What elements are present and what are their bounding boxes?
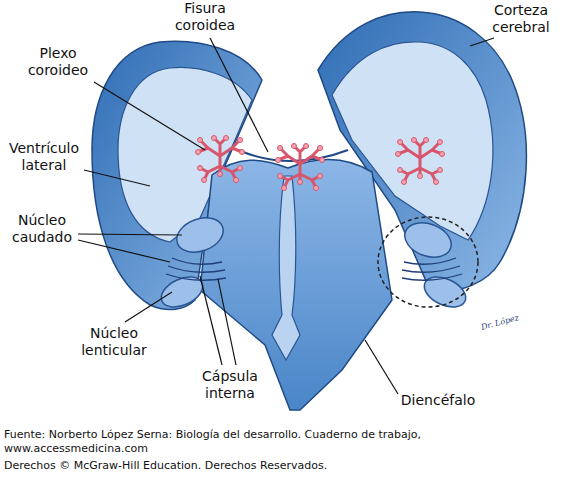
part-label: Núcleo lenticular (72, 325, 156, 359)
label-slot: Dr. López (470, 318, 530, 328)
part-label: Ventrículo lateral (2, 140, 86, 174)
label-slot: Corteza cerebral (484, 2, 558, 36)
part-label: Plexo coroideo (18, 45, 98, 79)
label-slot: Fisura coroidea (160, 0, 250, 34)
copyright-note: Derechos © McGraw-Hill Education. Derech… (4, 459, 554, 473)
part-label: Fisura coroidea (160, 0, 250, 34)
label-slot: Ventrículo lateral (2, 140, 86, 174)
internal-capsule (166, 258, 226, 280)
label-slot: Derechos © McGraw-Hill Education. Derech… (4, 459, 554, 473)
lenticular-nucleus (420, 271, 471, 313)
label-slot: Diencéfalo (388, 392, 488, 409)
part-label: Corteza cerebral (484, 2, 558, 36)
artist-signature: Dr. López (470, 310, 530, 335)
part-label: Núcleo caudado (2, 212, 82, 246)
choroid-plexus (196, 136, 245, 183)
internal-capsule (402, 258, 462, 280)
dashed-circle (378, 217, 478, 307)
part-label: Diencéfalo (388, 392, 488, 409)
label-slot: Núcleo caudado (2, 212, 82, 246)
label-slot: Núcleo lenticular (72, 325, 156, 359)
choroid-plexus (396, 138, 445, 185)
label-slot: Fuente: Norberto López Serna: Biología d… (4, 428, 539, 456)
caudate-nucleus (400, 217, 456, 263)
label-slot: Cápsula interna (192, 368, 268, 402)
part-label: Cápsula interna (192, 368, 268, 402)
label-slot: Plexo coroideo (18, 45, 98, 79)
choroid-plexus (276, 144, 325, 191)
leader-lines (78, 38, 494, 394)
source-caption: Fuente: Norberto López Serna: Biología d… (4, 428, 539, 456)
third-ventricle (272, 176, 300, 360)
